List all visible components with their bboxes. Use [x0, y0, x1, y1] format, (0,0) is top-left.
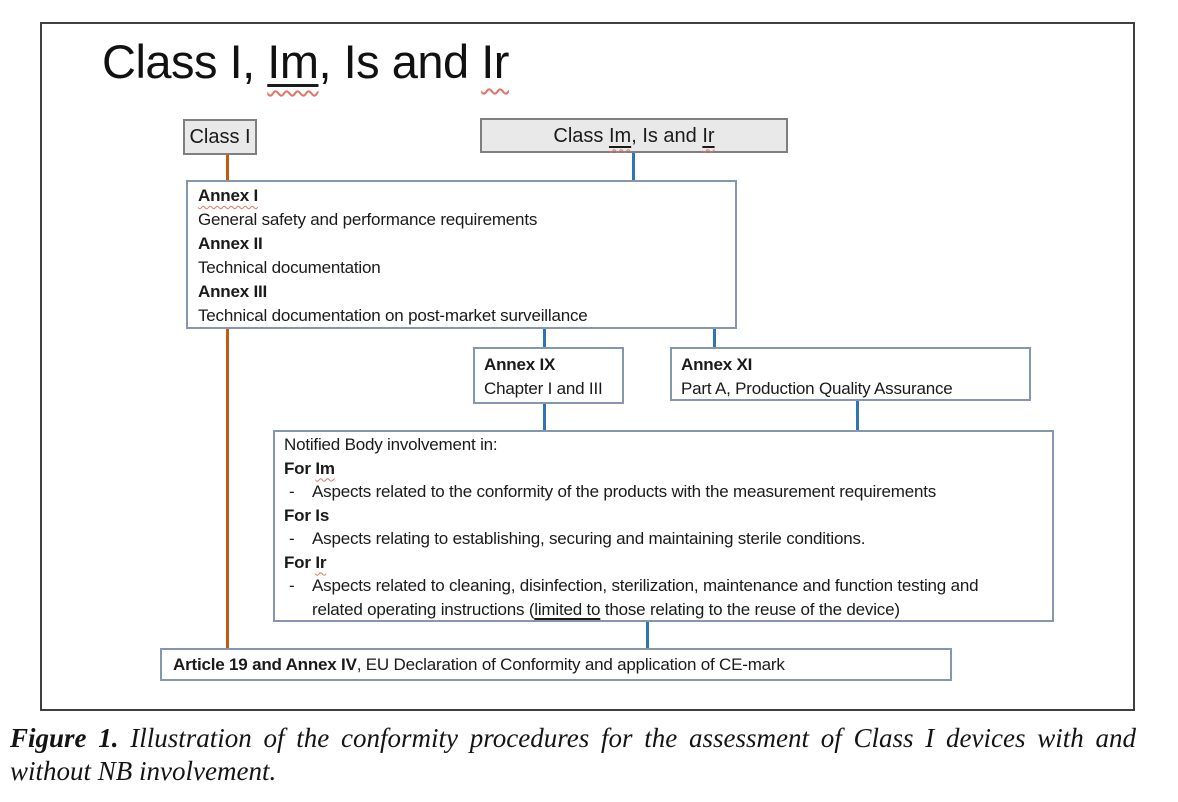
box-class-i-label: Class I: [189, 126, 251, 148]
limited-to-underlined: limited to: [534, 599, 601, 619]
box-notified-body: Notified Body involvement in: For Im - A…: [273, 430, 1054, 622]
box-im-underlined: Im: [608, 124, 632, 147]
box-annex-xi: Annex XI Part A, Production Quality Assu…: [670, 347, 1031, 401]
connector-annex-xi-to-nb-box: [856, 400, 859, 432]
bullet-dash: -: [289, 482, 295, 501]
title-ir: Ir: [481, 35, 509, 88]
box-class-i: Class I: [183, 119, 257, 155]
nb-bullet-im: - Aspects related to the conformity of t…: [284, 480, 1044, 504]
annex-i-desc: General safety and performance requireme…: [198, 210, 538, 229]
nb-intro: Notified Body involvement in:: [284, 435, 498, 454]
caption-line2: without NB involvement.: [10, 756, 277, 786]
annex-ii-heading: Annex II: [198, 234, 263, 253]
annex-xi-desc: Part A, Production Quality Assurance: [681, 379, 953, 398]
nb-for-im: For Im: [284, 458, 335, 478]
annex-xi-heading: Annex XI: [681, 355, 753, 374]
annex-ii-desc: Technical documentation: [198, 258, 381, 277]
caption-line1: Figure 1. Illustration of the conformity…: [10, 723, 1136, 753]
article19-bold: Article 19 and Annex IV: [173, 655, 357, 674]
article19-rest: , EU Declaration of Conformity and appli…: [356, 655, 785, 674]
bullet-dash: -: [289, 529, 295, 548]
box-annex-requirements: Annex I General safety and performance r…: [186, 180, 737, 329]
annex-iii-desc: Technical documentation on post-market s…: [198, 306, 588, 325]
nb-bullet-ir: - Aspects related to cleaning, disinfect…: [284, 574, 1044, 621]
bullet-dash: -: [289, 576, 295, 595]
annex-ix-heading: Annex IX: [484, 355, 556, 374]
box-article-19: Article 19 and Annex IV, EU Declaration …: [160, 648, 952, 681]
box-class-im-is-ir: Class Im, Is and Ir: [480, 118, 788, 153]
connector-nb-box-to-article19: [646, 621, 649, 650]
nb-for-ir: For Ir: [284, 552, 327, 572]
connector-annex-box-to-annex-xi: [713, 328, 716, 349]
connector-classim-to-annex-box: [632, 152, 635, 182]
figure-title: Class I, Im, Is and Ir: [102, 34, 509, 90]
title-im-underlined: Im: [267, 35, 319, 88]
nb-bullet-is: - Aspects relating to establishing, secu…: [284, 527, 1044, 551]
box-class-im-label: Class Im, Is and Ir: [553, 124, 715, 147]
figure-caption: Figure 1. Illustration of the conformity…: [10, 722, 1136, 788]
caption-label: Figure 1.: [10, 723, 119, 753]
connector-class-i-to-article19: [226, 155, 229, 650]
title-part2: , Is and: [318, 35, 482, 88]
annex-ix-desc: Chapter I and III: [484, 379, 603, 398]
box-ir-underlined: Ir: [702, 124, 715, 147]
box-annex-ix: Annex IX Chapter I and III: [473, 347, 624, 404]
nb-for-is: For Is: [284, 505, 330, 525]
connector-annex-ix-to-nb-box: [543, 403, 546, 432]
title-part1: Class I,: [102, 35, 268, 88]
annex-iii-heading: Annex III: [198, 282, 268, 301]
annex-i-heading: Annex I: [198, 186, 259, 205]
connector-annex-box-to-annex-ix: [543, 328, 546, 349]
